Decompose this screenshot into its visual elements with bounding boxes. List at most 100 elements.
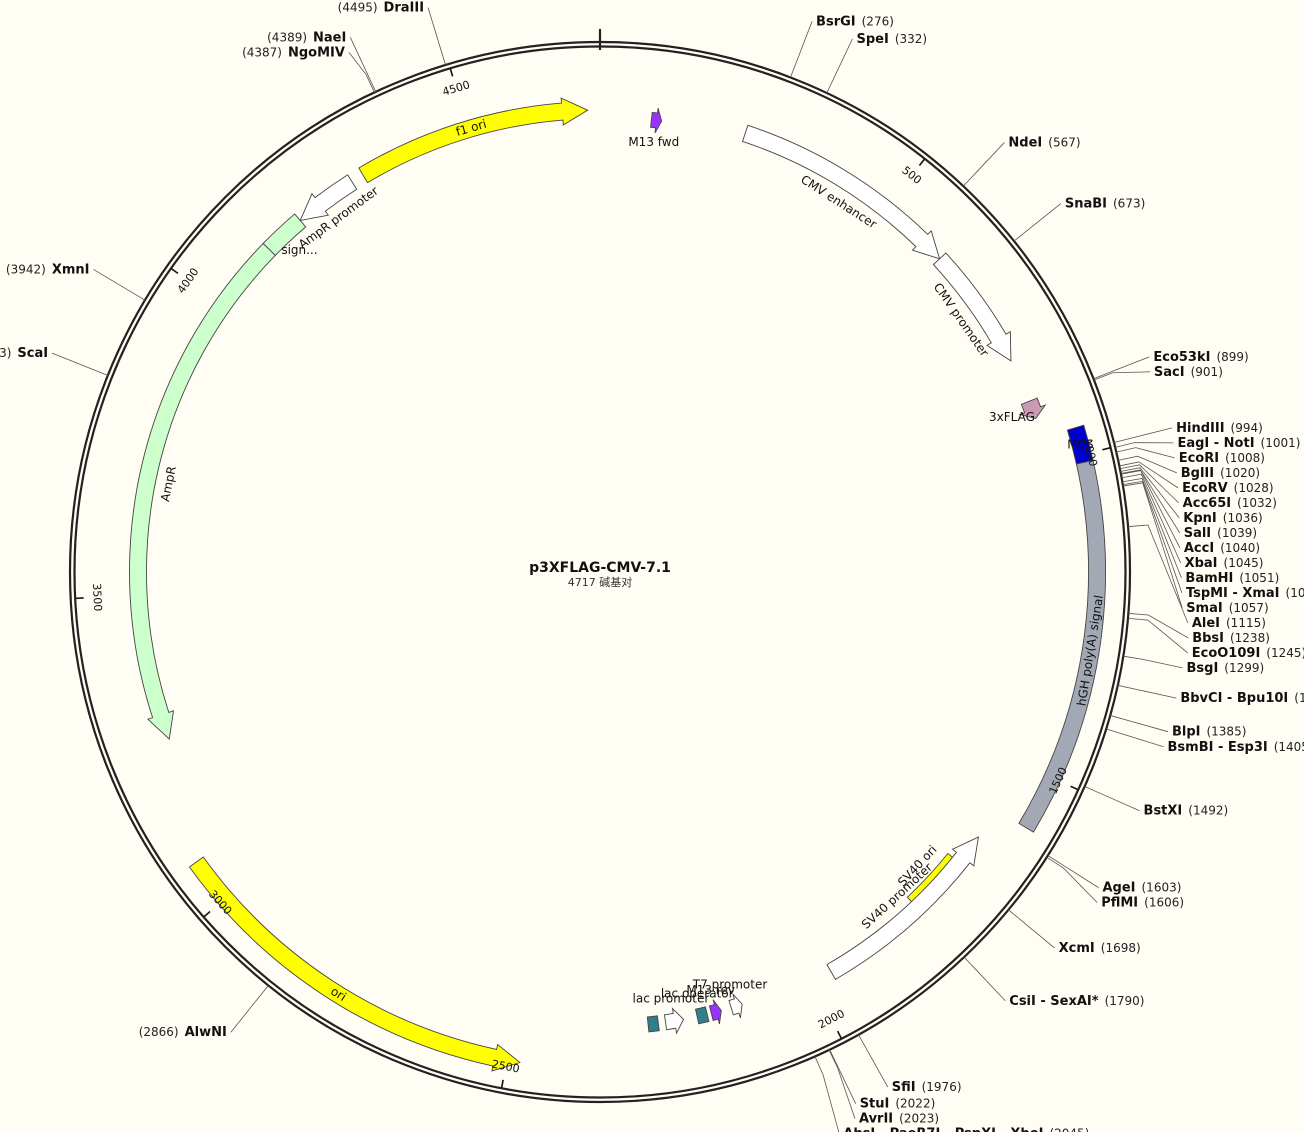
site-position: (1032) [1237, 496, 1277, 510]
site-leader [1128, 613, 1189, 639]
tick-label: 4500 [441, 78, 472, 98]
site-avrii: AvrII(2023) [859, 1112, 939, 1127]
tick-label: 4000 [175, 265, 202, 295]
site-position: (1603) [1142, 881, 1182, 895]
site-bsgi: BsgI(1299) [1187, 661, 1265, 676]
site-ndei: NdeI(567) [1008, 135, 1080, 150]
site-kpni: KpnI (1036) [1183, 511, 1262, 526]
tick-label: 1000 [1081, 438, 1100, 468]
site-leader [1122, 482, 1183, 609]
feature-lac-promoter [663, 1007, 685, 1035]
site-ecoo109i: EcoO109I(1245) [1192, 646, 1304, 661]
site-stui: StuI (2022) [860, 1097, 936, 1112]
site-leader [1106, 728, 1164, 748]
site-name: EcoRV [1182, 481, 1228, 496]
feature-ampr [129, 242, 276, 740]
feature-t7-promoter [728, 993, 743, 1019]
site-name: BsrGI [816, 14, 856, 29]
site-name: SmaI [1186, 601, 1223, 616]
site-name: AleI [1192, 616, 1220, 631]
site-position: (673) [1113, 197, 1145, 211]
feature-m13-fwd [650, 108, 663, 134]
site-position: (1051) [1239, 571, 1279, 585]
site-position: (1115) [1226, 616, 1266, 630]
site-leader [1093, 356, 1150, 380]
site-name: SalI [1184, 526, 1211, 541]
site-position: (1036) [1223, 511, 1263, 525]
site-name: BsmBI - Esp3I [1168, 740, 1268, 755]
site-name: SfiI [892, 1080, 916, 1095]
site-naei: NaeI (4389) [267, 30, 346, 45]
site-csii-sexai: CsiI - SexAI*(1790) [1009, 994, 1144, 1009]
site-xcmi: XcmI (1698) [1059, 941, 1141, 956]
site-position: (1341) [1294, 691, 1304, 705]
site-leader [230, 985, 269, 1033]
site-leader [829, 1049, 857, 1104]
site-position: (2022) [895, 1097, 935, 1111]
site-position: (1976) [922, 1080, 962, 1094]
plasmid-name: p3XFLAG-CMV-7.1 [529, 560, 671, 576]
site-leader [1047, 855, 1099, 888]
site-leader [1119, 461, 1179, 489]
site-position: (1039) [1217, 526, 1257, 540]
site-leader [1084, 786, 1140, 812]
site-position: (1040) [1220, 541, 1260, 555]
site-bamhi: BamHI(1051) [1185, 571, 1279, 586]
site-position: (1698) [1101, 941, 1141, 955]
tick-label: 500 [899, 164, 924, 187]
site-name: NaeI [313, 30, 346, 45]
site-name: AbsI - PaeR7I - PspXI - XhoI [843, 1127, 1043, 1132]
site-leader [790, 21, 813, 78]
site-leader [1013, 203, 1062, 242]
site-leader [858, 1034, 889, 1088]
site-leader [348, 52, 375, 93]
site-name: HindIII [1176, 421, 1224, 436]
site-leader [1121, 473, 1181, 564]
site-leader [1113, 427, 1173, 443]
site-ecorv: EcoRV(1028) [1182, 481, 1274, 496]
site-position: (4495) [338, 1, 378, 15]
site-pflmi: PflMI(1606) [1101, 896, 1184, 911]
feature-label-hgh-poly-a-signal: hGH poly(A) signal [1074, 594, 1106, 707]
site-hindiii: HindIII(994) [1176, 421, 1263, 436]
site-saci: SacI(901) [1154, 365, 1223, 380]
site-name: Eco53kI [1153, 350, 1210, 365]
site-leader [1122, 480, 1183, 594]
site-bsmbi-esp3i: BsmBI - Esp3I(1405) [1168, 740, 1304, 755]
site-smai: SmaI(1057) [1186, 601, 1268, 616]
site-name: ScaI [17, 346, 48, 361]
site-absi-paer7i-pspxi-xhoi: AbsI - PaeR7I - PspXI - XhoI(2045) [843, 1127, 1089, 1132]
feature-ampr-promoter [299, 174, 358, 222]
site-position: (901) [1191, 365, 1223, 379]
site-position: (3942) [6, 262, 46, 276]
feature-label-t7-promoter: T7 promoter [692, 978, 768, 992]
feature-lac-box [646, 1015, 660, 1033]
site-leader [427, 7, 446, 66]
site-name: AvrII [859, 1112, 893, 1127]
site-position: (1790) [1105, 994, 1145, 1008]
site-position: (4387) [242, 45, 282, 59]
site-name: EcoO109I [1192, 646, 1261, 661]
site-position: (4389) [267, 30, 307, 44]
site-leader [963, 142, 1005, 187]
site-position: (1299) [1224, 661, 1264, 675]
feature-label-m13-rev: M13 rev [686, 983, 735, 997]
site-xmni: XmnI(3942) [6, 262, 90, 277]
site-name: XcmI [1059, 941, 1095, 956]
site-blpi: BlpI(1385) [1172, 725, 1246, 740]
site-position: (3823) [0, 346, 11, 360]
feature-ampr-signal [262, 213, 307, 256]
site-name: AgeI [1102, 881, 1135, 896]
backbone [68, 29, 1132, 1104]
site-name: KpnI [1183, 511, 1216, 526]
site-position: (332) [895, 32, 927, 46]
site-bglii: BglII(1020) [1181, 466, 1260, 481]
tick-mark [500, 1079, 504, 1088]
site-bstxi: BstXI(1492) [1144, 804, 1229, 819]
site-name: StuI [860, 1097, 890, 1112]
feature-m13-rev [708, 999, 722, 1025]
feature-label-ori: ori [328, 984, 349, 1004]
site-position: (276) [862, 14, 894, 28]
site-leader [828, 1049, 856, 1119]
